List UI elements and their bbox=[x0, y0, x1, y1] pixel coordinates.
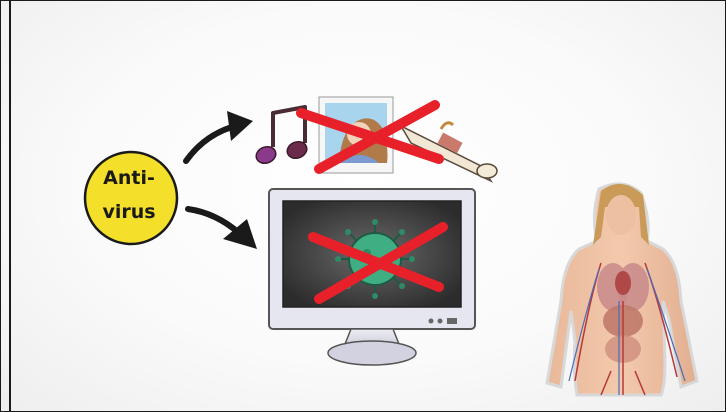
badge-line2: virus bbox=[102, 201, 155, 223]
human-anatomy-figure bbox=[547, 184, 697, 395]
badge-line1: Anti- bbox=[103, 167, 155, 189]
antivirus-badge: Anti- virus bbox=[85, 152, 177, 244]
arrow-up-icon bbox=[186, 111, 253, 161]
arrow-down-icon bbox=[188, 209, 257, 249]
